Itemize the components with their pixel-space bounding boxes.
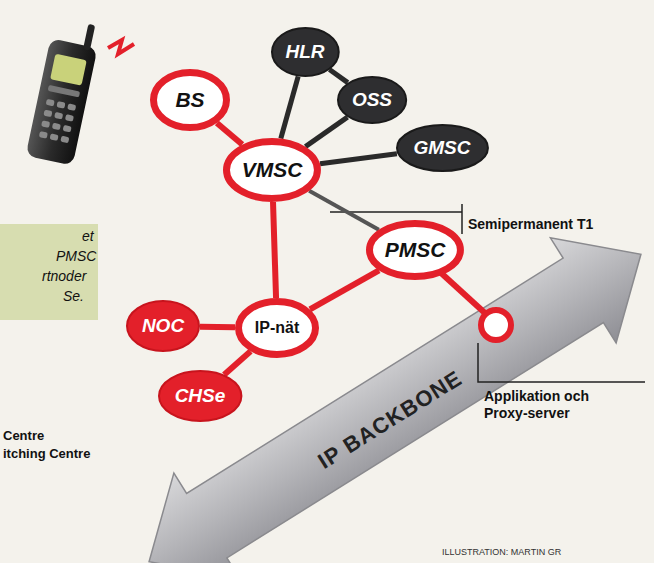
glossary-text: itching Centre (3, 446, 90, 462)
chse-node: CHSe (158, 370, 242, 422)
credit-text: ILLUSTRATION: MARTIN GR (442, 547, 561, 558)
gmsc-node: GMSC (396, 124, 489, 172)
connector-line (273, 202, 276, 298)
connector (217, 123, 242, 145)
node-label-group: PMSC (385, 238, 446, 262)
node-label: HLR (285, 41, 324, 63)
node-ellipse (154, 73, 227, 128)
connector-line (281, 76, 298, 138)
connector-line (224, 351, 250, 374)
connector-line (309, 191, 379, 230)
proxy-server-circle (481, 310, 511, 340)
base-station-node: BS (150, 69, 230, 131)
node-ellipse (227, 142, 318, 199)
radio-signal (108, 40, 134, 54)
connector (200, 326, 235, 328)
node-label-group: VMSC (242, 158, 303, 182)
node-label: NOC (142, 315, 184, 337)
node-ellipse (239, 302, 316, 355)
hlr-node: HLR (271, 27, 340, 77)
backbone-arrow (116, 202, 654, 563)
connector-line (200, 324, 235, 331)
connector (224, 351, 250, 374)
connector-line (305, 117, 347, 146)
node-ellipse (338, 77, 406, 123)
oss-node: OSS (337, 76, 407, 124)
node-label-group: IP-nät (255, 319, 299, 337)
node-ellipse (272, 28, 339, 76)
connector-line (329, 70, 347, 83)
node-label: CHSe (175, 385, 226, 407)
node-ellipse (370, 224, 461, 277)
mobile-phone (26, 17, 102, 166)
note-text: PMSC (56, 248, 96, 265)
node-ellipse (159, 371, 241, 421)
node-ellipse (397, 125, 488, 171)
glossary-text: Centre (3, 428, 44, 444)
note-text: rtnoder (42, 268, 86, 285)
note-text: et (82, 228, 94, 245)
leader-tick (461, 204, 463, 234)
node-label-group: CHSe (175, 385, 226, 407)
leader-line (478, 343, 645, 382)
link-label: Semipermanent T1 (468, 216, 593, 233)
node-label-group: NOC (142, 315, 184, 337)
proxy-link (440, 272, 486, 314)
node-label: GMSC (413, 137, 470, 159)
connector-line (217, 123, 242, 145)
note-text: Se. (63, 288, 84, 305)
connector (329, 70, 347, 83)
connector-line (320, 154, 397, 164)
pmsc-node: PMSC (366, 220, 464, 280)
connector (310, 270, 379, 309)
node-label: PMSC (385, 238, 446, 262)
node-label-group: GMSC (413, 137, 470, 159)
connector-line (310, 270, 379, 309)
connector (281, 76, 298, 138)
node-label: IP-nät (255, 319, 299, 337)
node-label-group: OSS (352, 89, 392, 111)
node-label: BS (175, 88, 204, 112)
node-label: VMSC (242, 158, 303, 182)
node-ellipse (127, 301, 199, 351)
node-label-group: HLR (285, 41, 324, 63)
node-label-group: BS (175, 88, 204, 112)
vmsc-node: VMSC (223, 138, 321, 202)
ip-network-node: IP-nät (235, 298, 319, 358)
note-box (0, 224, 98, 320)
connector (309, 191, 379, 230)
server-label: Applikation och Proxy-server (484, 388, 634, 422)
connector (320, 154, 397, 164)
connector (273, 202, 276, 298)
node-label: OSS (352, 89, 392, 111)
connector (305, 117, 347, 146)
noc-node: NOC (126, 300, 200, 352)
